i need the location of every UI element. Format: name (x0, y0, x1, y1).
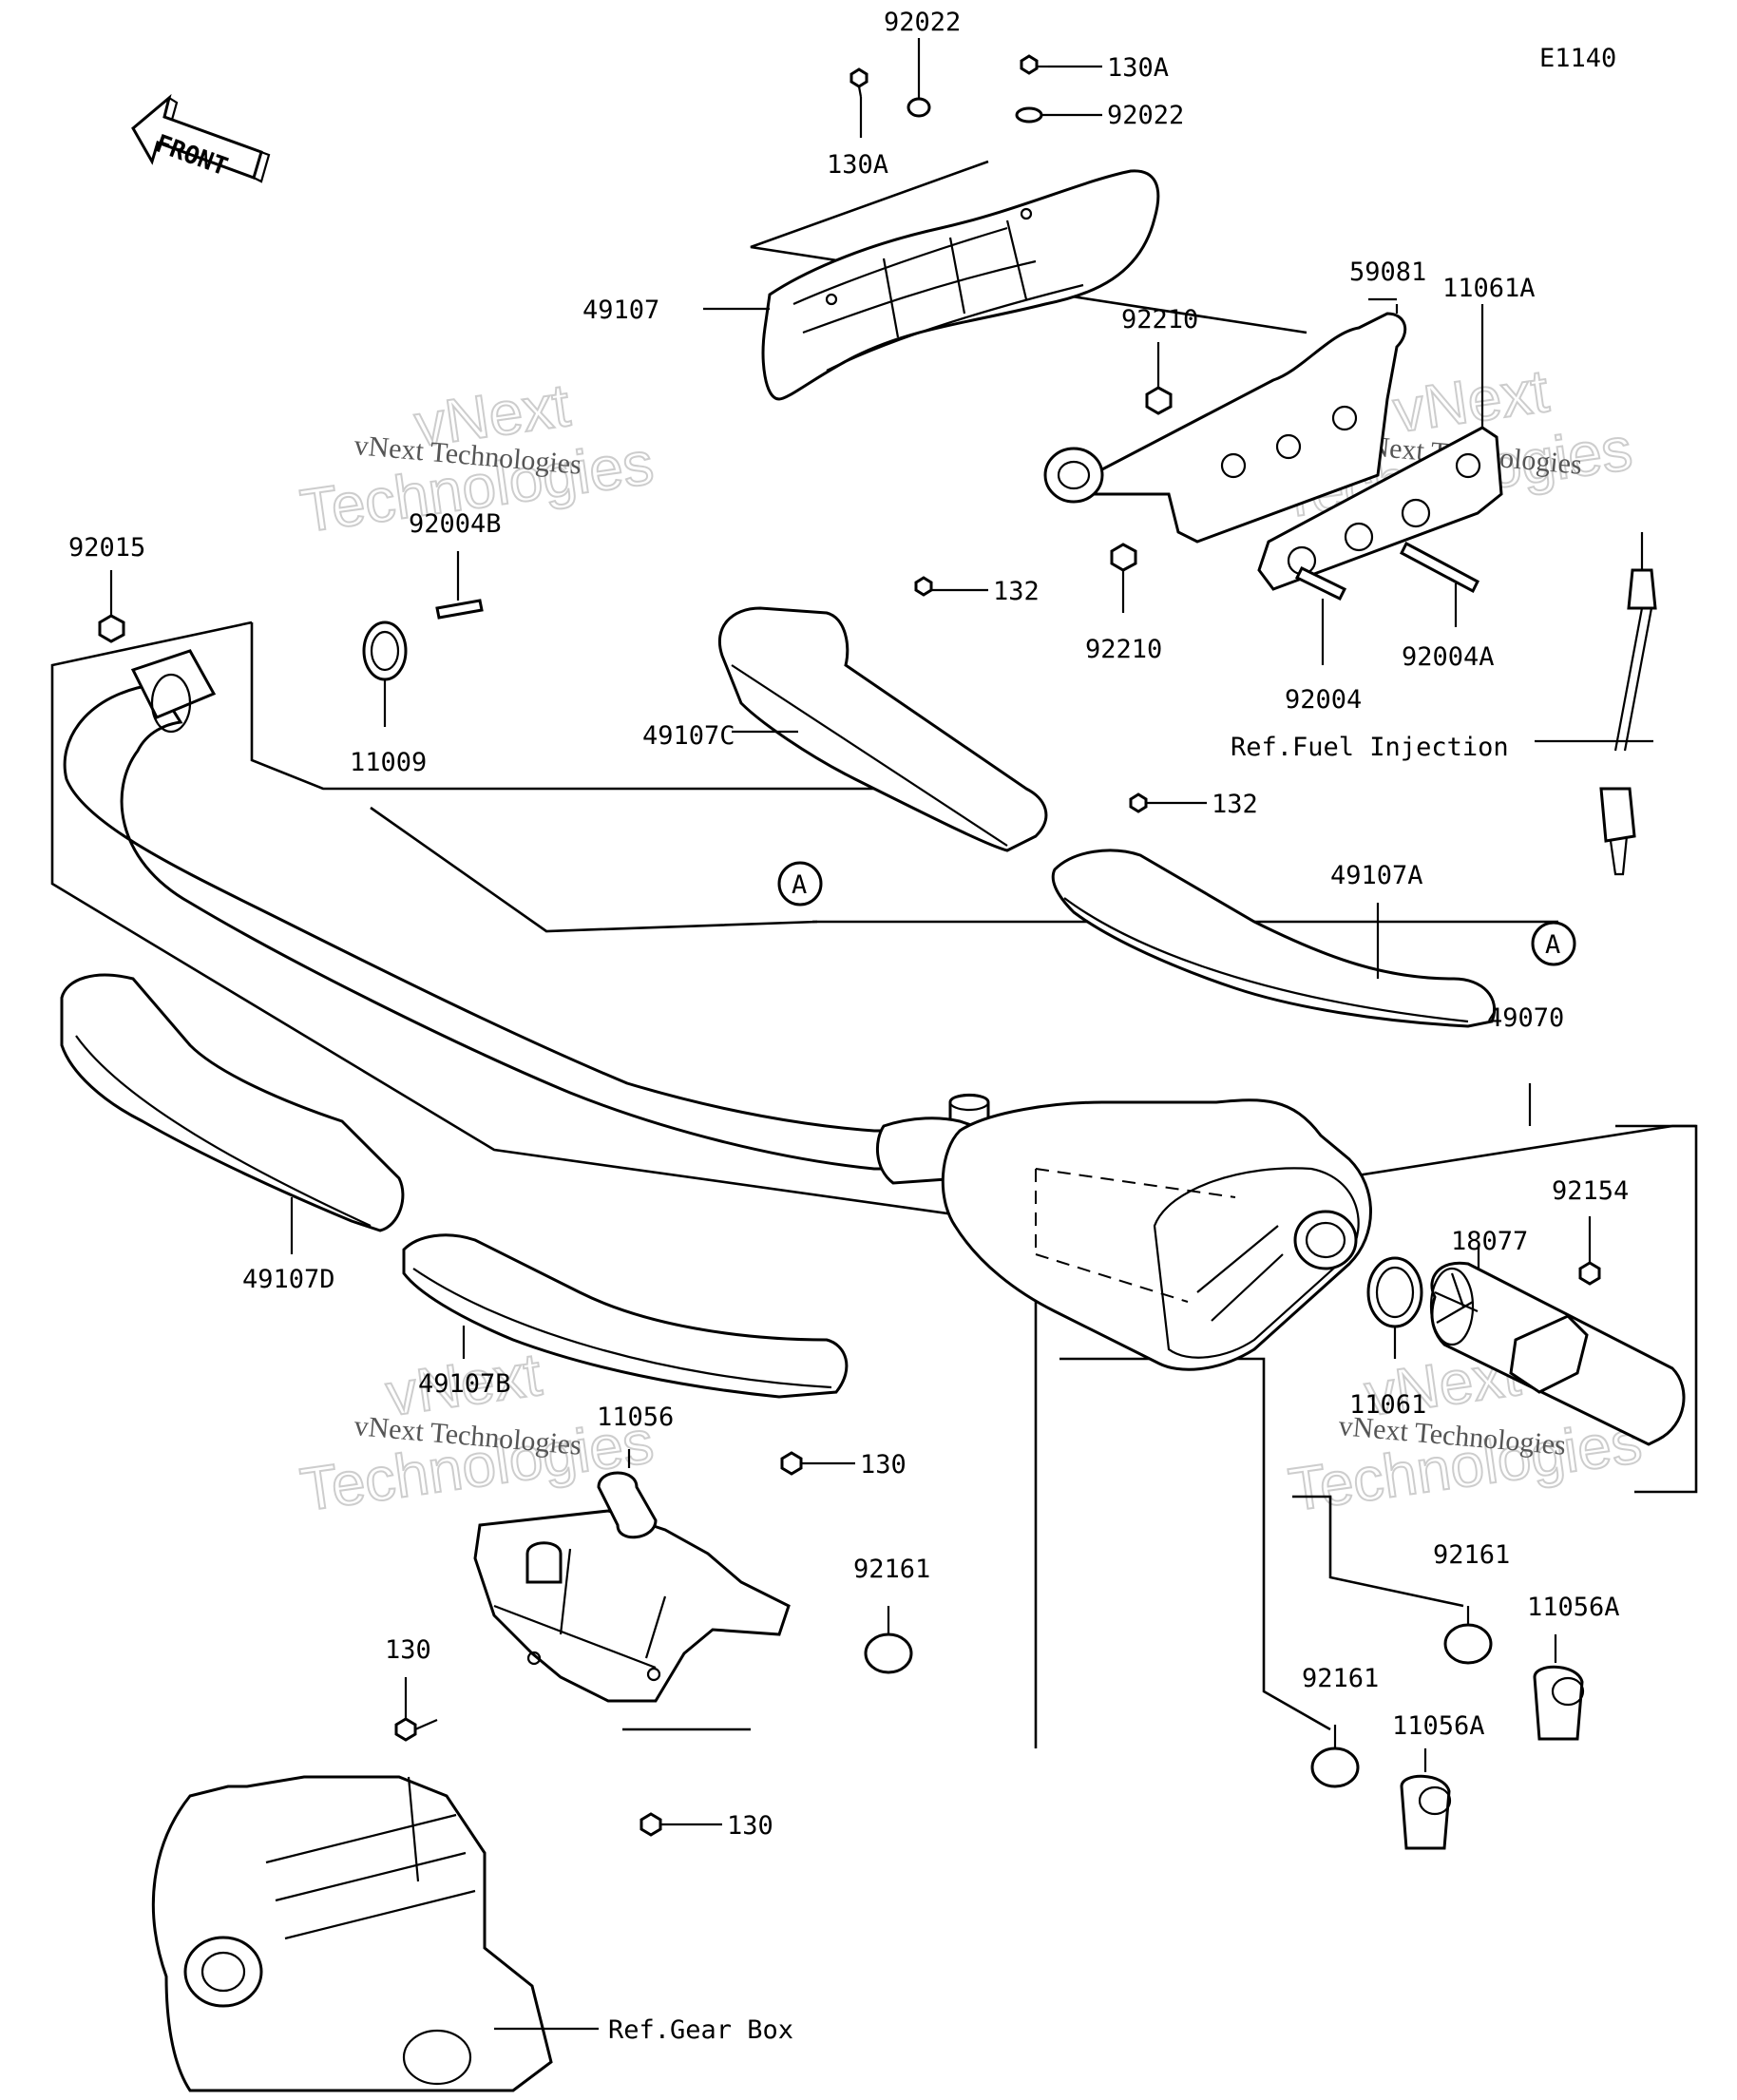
label-132-mid: 132 (1212, 790, 1258, 819)
label-49107: 49107 (582, 296, 659, 325)
label-92004A: 92004A (1402, 642, 1495, 672)
label-11009: 11009 (350, 748, 427, 777)
heat-shield-49107A[interactable] (1051, 849, 1497, 1028)
collar-92161-c[interactable] (1310, 1747, 1360, 1788)
label-49107D: 49107D (242, 1265, 335, 1294)
rubber-11056A-a[interactable] (1533, 1665, 1585, 1741)
bolt-130A-right[interactable] (1020, 54, 1048, 75)
nut-92210-bottom[interactable] (1110, 543, 1137, 572)
label-92015: 92015 (68, 533, 145, 563)
label-92004B: 92004B (409, 509, 502, 539)
label-92022-top: 92022 (884, 8, 961, 37)
assembly-lines (50, 160, 1698, 1748)
label-92161-a: 92161 (853, 1555, 930, 1584)
bolt-132-top[interactable] (914, 576, 933, 597)
bolt-130A-left[interactable] (849, 67, 868, 98)
label-92154: 92154 (1552, 1176, 1629, 1206)
heat-shield-49107C[interactable] (717, 606, 1048, 852)
nut-92210-top[interactable] (1145, 386, 1173, 415)
label-49070: 49070 (1487, 1003, 1564, 1033)
label-92210-bottom: 92210 (1085, 635, 1162, 664)
label-130A-right: 130A (1107, 53, 1169, 83)
label-130-left: 130 (385, 1635, 431, 1665)
label-11061: 11061 (1349, 1390, 1426, 1420)
bolt-130-top[interactable] (780, 1451, 803, 1476)
stud-92004[interactable] (1294, 565, 1347, 601)
label-130-bottom: 130 (727, 1811, 773, 1841)
svg-text:A: A (792, 870, 807, 900)
stud-92004A[interactable] (1400, 541, 1479, 594)
gasket-11009[interactable] (362, 620, 408, 681)
label-11061A: 11061A (1442, 274, 1536, 303)
heat-shield-49107B[interactable] (402, 1233, 849, 1399)
leader-lines (109, 38, 1653, 2031)
label-92161-b: 92161 (1433, 1540, 1510, 1570)
label-11056: 11056 (597, 1403, 674, 1432)
heat-shield-49107D[interactable] (60, 973, 405, 1232)
washer-92022-top[interactable] (907, 97, 931, 118)
ref-gear-box: Ref.Gear Box (608, 2015, 793, 2045)
label-59081: 59081 (1349, 258, 1426, 287)
muffler-49070[interactable] (875, 1098, 1372, 1371)
gear-box (151, 1775, 553, 2092)
label-49107C: 49107C (642, 721, 735, 751)
collar-92161-a[interactable] (864, 1632, 913, 1674)
collar-92161-b[interactable] (1443, 1623, 1493, 1665)
diagram-code: E1140 (1539, 44, 1616, 73)
washer-92022-right[interactable] (1015, 106, 1043, 124)
ref-fuel-injection: Ref.Fuel Injection (1231, 733, 1509, 762)
exhaust-pipe[interactable] (63, 649, 914, 1171)
label-92161-c: 92161 (1302, 1664, 1379, 1693)
stud-92004B[interactable] (435, 599, 484, 620)
bolt-132-mid[interactable] (1129, 792, 1148, 813)
spark-arrestor-18077[interactable] (1429, 1261, 1686, 1446)
rubber-11056A-b[interactable] (1400, 1774, 1452, 1850)
bolt-92154[interactable] (1578, 1261, 1601, 1286)
label-49107A: 49107A (1330, 861, 1423, 890)
bolt-130-bottom[interactable] (639, 1812, 662, 1837)
heat-shield-49107[interactable] (761, 169, 1160, 401)
label-130-top: 130 (860, 1450, 907, 1480)
marker-a-top: A (777, 861, 823, 907)
exhaust-manifold-59081[interactable] (1043, 312, 1407, 544)
label-18077: 18077 (1451, 1227, 1528, 1256)
label-130A-left: 130A (827, 150, 888, 180)
part-labels: 92022 130A 92022 130A 59081 49107 92210 … (68, 8, 1629, 2045)
label-92022-right: 92022 (1107, 101, 1184, 130)
label-49107B: 49107B (418, 1369, 511, 1399)
front-arrow-icon: FRONT (131, 93, 271, 183)
nut-92015[interactable] (98, 614, 125, 643)
marker-a-right: A (1531, 921, 1576, 966)
label-11056A-b: 11056A (1392, 1711, 1485, 1741)
label-132-top: 132 (993, 577, 1040, 606)
rubber-11056[interactable] (525, 1471, 658, 1584)
oxygen-sensor[interactable] (1599, 551, 1657, 876)
muffler-bracket[interactable] (473, 1509, 791, 1703)
svg-text:A: A (1545, 930, 1560, 960)
bolt-130-left[interactable] (394, 1717, 417, 1742)
label-92004: 92004 (1285, 685, 1362, 715)
label-11056A-a: 11056A (1527, 1593, 1620, 1622)
label-92210-top: 92210 (1121, 305, 1198, 334)
